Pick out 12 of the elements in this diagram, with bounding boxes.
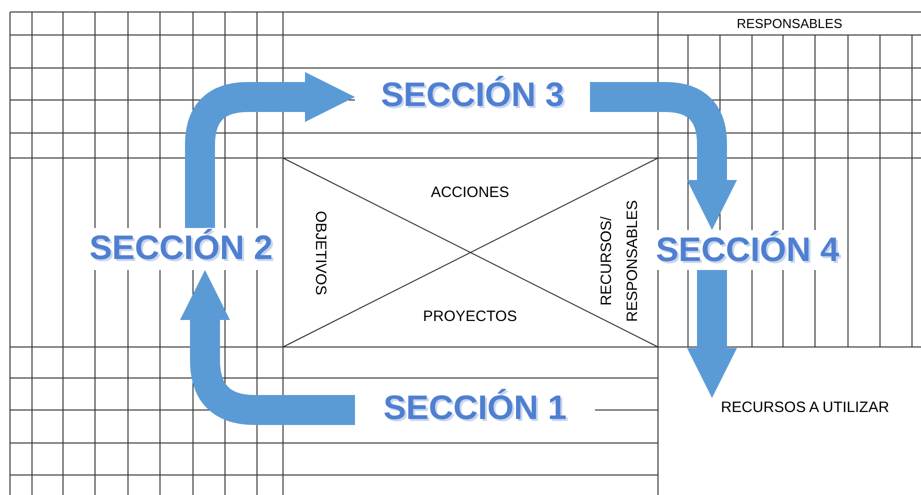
block-arrow — [590, 82, 737, 230]
block-arrow — [180, 270, 355, 425]
column-header: RESPONSABLES — [736, 15, 844, 33]
matrix-label: ACCIONES — [430, 183, 510, 203]
matrix-label: OBJETIVOS — [311, 210, 330, 298]
matrix-label: PROYECTOS — [422, 307, 518, 327]
section-heading: SECCIÓN 4 — [655, 230, 840, 270]
section-heading: SECCIÓN 2 — [88, 228, 274, 270]
resource-label: RECURSOS A UTILIZAR — [690, 398, 920, 442]
matrix-label: RECURSOS/ RESPONSABLES — [597, 199, 642, 324]
block-arrow — [185, 72, 355, 228]
block-arrow — [687, 270, 737, 398]
